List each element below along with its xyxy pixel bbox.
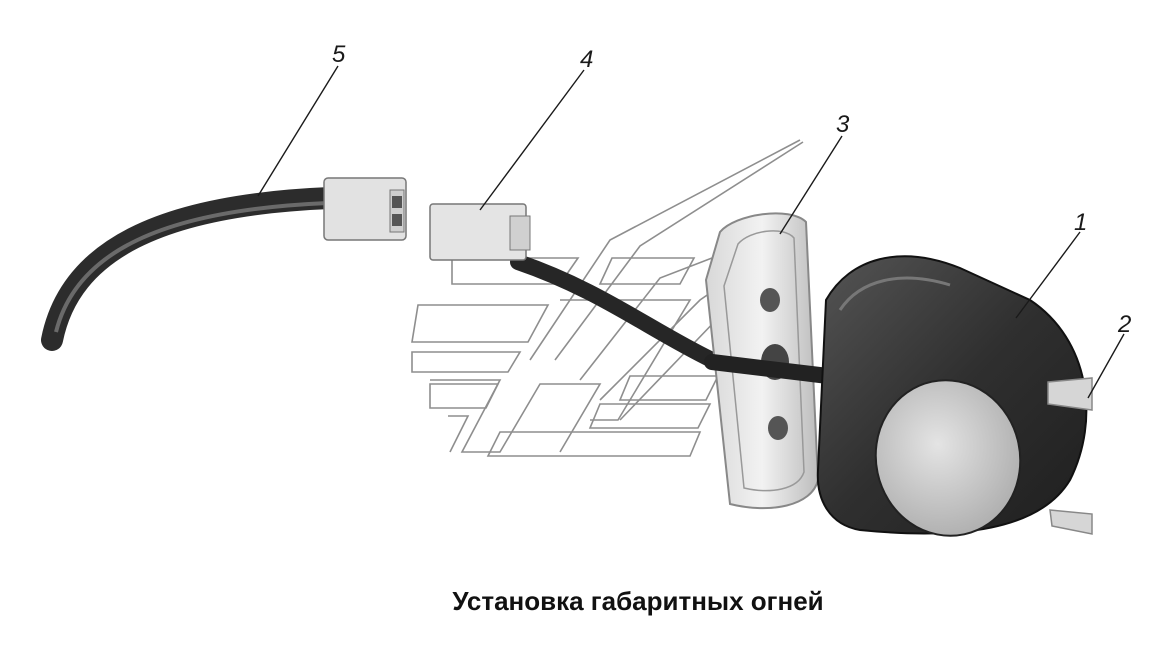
part-2-screws bbox=[1047, 377, 1093, 535]
callout-4: 4 bbox=[580, 46, 593, 73]
callout-3: 3 bbox=[836, 111, 850, 138]
callout-2: 2 bbox=[1117, 311, 1131, 338]
callout-1: 1 bbox=[1074, 209, 1087, 236]
part-4-connector bbox=[429, 203, 720, 368]
part-1-lamp-body bbox=[704, 255, 1088, 537]
part-5-wire-harness bbox=[41, 177, 407, 351]
figure-caption: Установка габаритных огней bbox=[452, 586, 824, 616]
callout-5: 5 bbox=[332, 41, 346, 68]
leader-lines bbox=[257, 65, 1125, 399]
